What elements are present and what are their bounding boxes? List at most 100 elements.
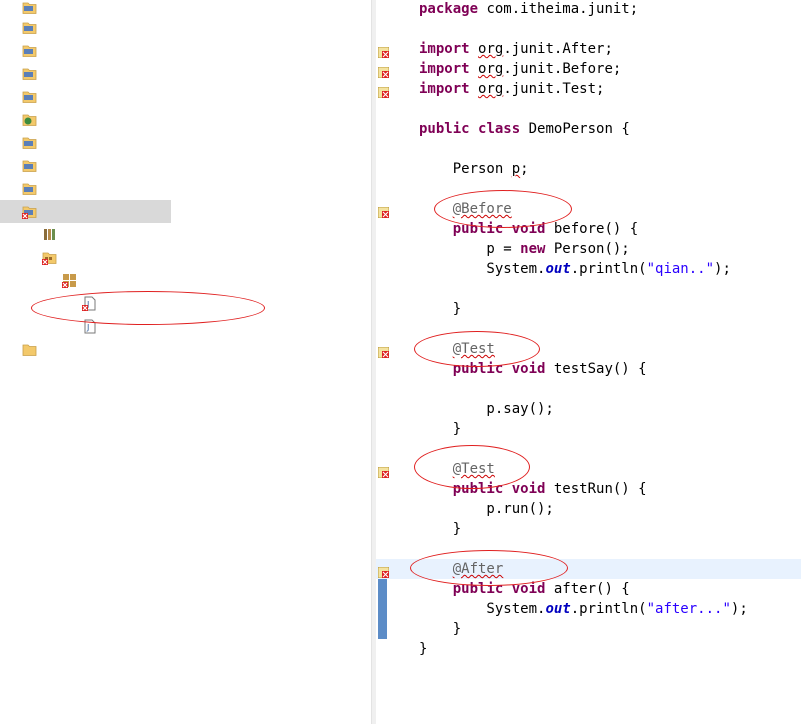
code-line[interactable]	[376, 379, 801, 399]
code-token	[470, 41, 478, 57]
code-token: import	[419, 41, 470, 57]
code-token: Person();	[545, 241, 630, 257]
code-token: void	[511, 581, 546, 597]
code-line[interactable]: p.run();	[376, 499, 801, 519]
tree-item-2018-01-29-javascript[interactable]	[0, 108, 370, 131]
code-token: out	[545, 261, 571, 277]
code-token: void	[511, 481, 546, 497]
highlight-circle-demoperson	[31, 291, 265, 325]
package-icon	[62, 273, 77, 288]
project-folder-icon	[22, 158, 37, 173]
folder-icon	[22, 342, 37, 357]
code-line[interactable]: System.out.println("qian..");	[376, 259, 801, 279]
code-token: System.	[419, 601, 546, 617]
project-folder-icon	[22, 135, 37, 150]
code-token: }	[419, 641, 428, 657]
code-token: out	[545, 601, 571, 617]
code-text: }	[419, 419, 461, 439]
tree-item-com-itheima-junit[interactable]	[0, 269, 370, 292]
range-indicator	[378, 559, 387, 639]
error-marker-icon[interactable]	[377, 564, 390, 579]
project-folder-icon	[22, 66, 37, 81]
code-line[interactable]: System.out.println("after...");	[376, 599, 801, 619]
code-line[interactable]: import org.junit.After;	[376, 39, 801, 59]
code-text: p = new Person();	[419, 239, 630, 259]
code-text: System.out.println("qian..");	[419, 259, 730, 279]
code-token: public	[419, 121, 470, 137]
code-token: p.run();	[419, 501, 554, 517]
tree-item-2018-01-21-company-mianshi[interactable]	[0, 62, 370, 85]
tree-item-2018-02-05-extendsemployee[interactable]	[0, 154, 370, 177]
code-text: Person p;	[419, 159, 529, 179]
code-token: class	[478, 121, 521, 137]
error-marker-icon[interactable]	[377, 204, 390, 219]
code-line[interactable]	[376, 99, 801, 119]
source-folder-icon	[42, 250, 57, 265]
project-folder-icon	[22, 0, 37, 15]
code-line[interactable]: }	[376, 299, 801, 319]
code-token: testRun() {	[545, 481, 647, 497]
code-token: void	[511, 361, 546, 377]
tree-item-servers[interactable]	[0, 338, 370, 361]
code-line[interactable]: }	[376, 519, 801, 539]
tree-item-2018-02-06-test[interactable]	[0, 177, 370, 200]
code-text: }	[419, 519, 461, 539]
highlight-circle-test-2	[414, 445, 530, 489]
code-token	[419, 221, 453, 237]
error-marker-icon[interactable]	[377, 464, 390, 479]
tree-item-2018-01-12-test-me[interactable]	[0, 16, 370, 39]
code-line[interactable]	[376, 19, 801, 39]
code-token: .println(	[570, 601, 647, 617]
tree-item-2018-01-24-suanfa-biancheng[interactable]	[0, 85, 370, 108]
code-line[interactable]: import org.junit.Before;	[376, 59, 801, 79]
code-token: .println(	[570, 261, 647, 277]
highlight-circle-test-1	[414, 331, 540, 367]
code-line[interactable]: package com.itheima.junit;	[376, 0, 801, 19]
tree-item-2018-01-11-important-base-content[interactable]	[0, 0, 370, 19]
code-text: p.say();	[419, 399, 554, 419]
code-text: package com.itheima.junit;	[419, 0, 638, 19]
error-marker-icon[interactable]	[377, 44, 390, 59]
code-token	[470, 61, 478, 77]
view-splitter[interactable]	[371, 0, 376, 724]
error-marker-icon[interactable]	[377, 64, 390, 79]
code-line[interactable]: p.say();	[376, 399, 801, 419]
code-text: p.run();	[419, 499, 554, 519]
code-line[interactable]: Person p;	[376, 159, 801, 179]
code-text: System.out.println("after...");	[419, 599, 747, 619]
code-token: import	[419, 81, 470, 97]
error-marker-icon[interactable]	[377, 344, 390, 359]
code-text: }	[419, 619, 461, 639]
code-line[interactable]	[376, 279, 801, 299]
error-marker-icon[interactable]	[377, 84, 390, 99]
project-folder-icon	[22, 20, 37, 35]
code-token: after() {	[545, 581, 630, 597]
code-line[interactable]	[376, 139, 801, 159]
code-text: public class DemoPerson {	[419, 119, 630, 139]
code-token: package	[419, 1, 479, 17]
tree-item-jre-system-library[interactable]	[0, 223, 370, 246]
tree-item-2018-02-04-jieduan[interactable]	[0, 131, 370, 154]
tree-item-src[interactable]	[0, 246, 370, 269]
web-project-icon	[22, 112, 37, 127]
code-line[interactable]: }	[376, 419, 801, 439]
code-token: p.say();	[419, 401, 554, 417]
highlight-circle-before	[434, 190, 572, 228]
code-token: .junit.After;	[503, 41, 613, 57]
code-token	[470, 81, 478, 97]
code-line[interactable]: public void before() {	[376, 219, 801, 239]
code-line[interactable]: }	[376, 619, 801, 639]
code-line[interactable]: import org.junit.Test;	[376, 79, 801, 99]
code-line[interactable]: p = new Person();	[376, 239, 801, 259]
code-line[interactable]: }	[376, 639, 801, 659]
code-token: ;	[520, 161, 529, 177]
tree-item-2018-02-07-junit[interactable]	[0, 200, 171, 223]
code-token: .junit.Before;	[503, 61, 622, 77]
tree-item-2018-01-13-test-exam-online[interactable]	[0, 39, 370, 62]
code-line[interactable]: public class DemoPerson {	[376, 119, 801, 139]
code-token: }	[419, 621, 462, 637]
code-line[interactable]	[376, 659, 801, 679]
code-line[interactable]	[376, 179, 801, 199]
code-token: .junit.Test;	[503, 81, 605, 97]
